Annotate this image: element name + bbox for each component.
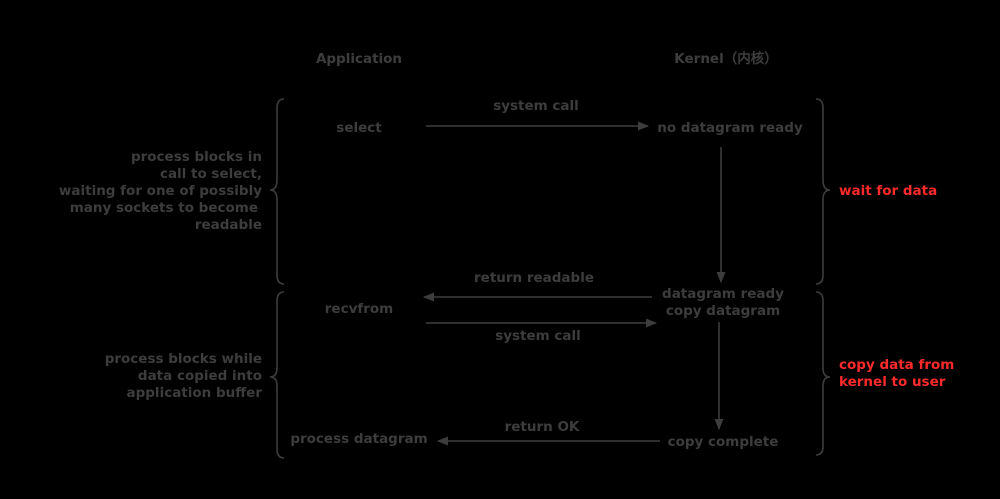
phase1-note-line: readable: [195, 217, 262, 233]
copy-datagram-state: copy datagram: [666, 303, 780, 319]
right-brace-phase1: [815, 98, 831, 285]
phase2-note-line: data copied into: [138, 368, 262, 384]
copy-data-label: kernel to user: [839, 374, 946, 390]
return-readable-label: return readable: [474, 270, 594, 286]
phase1-note-line: call to select,: [160, 166, 262, 182]
phase1-note-line: process blocks in: [131, 149, 262, 165]
left-brace-phase1: [269, 98, 285, 285]
process-datagram-step: process datagram: [290, 431, 427, 447]
select-step: select: [336, 120, 382, 136]
phase2-note-line: process blocks while: [105, 351, 262, 367]
kernel-header: Kernel（内核）: [674, 50, 777, 67]
copy-data-label: copy data from: [839, 357, 954, 373]
right-brace-phase2: [815, 291, 831, 456]
wait-for-data-label: wait for data: [839, 183, 937, 199]
no-datagram-ready-state: no datagram ready: [657, 120, 803, 136]
return-ok-label: return OK: [505, 419, 580, 435]
left-brace-phase2: [269, 291, 285, 459]
phase2-note-line: application buffer: [127, 385, 263, 401]
phase1-note-line: waiting for one of possibly: [59, 183, 262, 199]
copy-complete-state: copy complete: [668, 434, 779, 450]
datagram-ready-state: datagram ready: [662, 286, 784, 302]
phase1-note-line: many sockets to become: [70, 200, 258, 216]
system-call-label-1: system call: [493, 98, 579, 114]
system-call-label-2: system call: [495, 328, 581, 344]
application-header: Application: [316, 51, 402, 67]
recvfrom-step: recvfrom: [325, 301, 394, 317]
